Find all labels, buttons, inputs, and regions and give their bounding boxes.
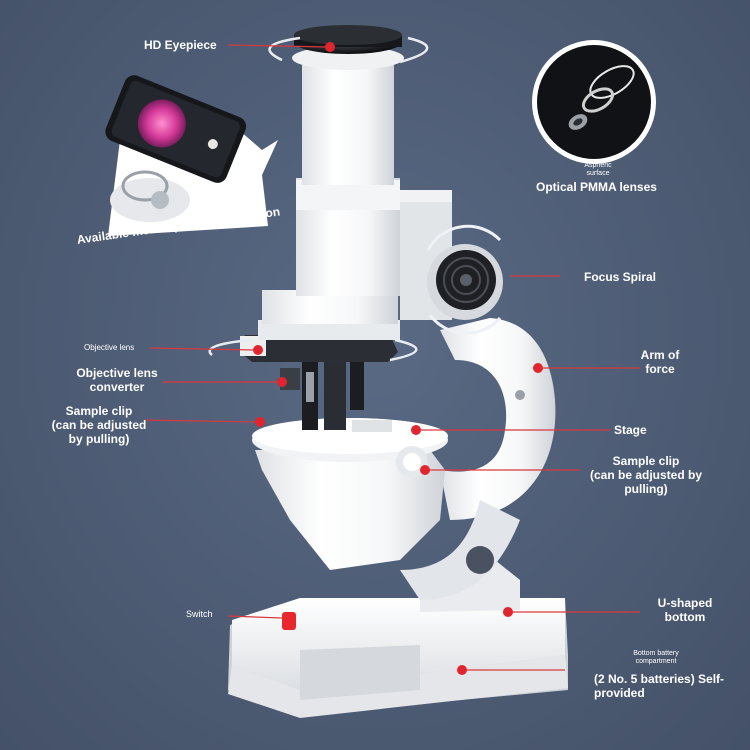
objective-lenses xyxy=(240,335,398,430)
microscope-stage xyxy=(252,418,448,570)
label-focus-spiral: Focus Spiral xyxy=(584,270,657,284)
label-u-shaped-bottom: U-shaped bottom xyxy=(657,596,713,624)
label-batteries: (2 No. 5 batteries) Self- provided xyxy=(594,672,725,700)
pointer-lines xyxy=(144,44,640,671)
pointer-dots xyxy=(253,42,543,675)
label-objective-lens: Objective lens xyxy=(84,343,135,352)
label-aspheric-surface: Aspheric surface xyxy=(584,162,612,177)
label-objective-converter: Objective lens converter xyxy=(76,366,158,394)
microscope-body-tube xyxy=(258,25,452,340)
label-hd-eyepiece: HD Eyepiece xyxy=(144,38,217,52)
label-arm-of-force: Arm of force xyxy=(640,348,680,376)
focus-knob xyxy=(426,224,503,335)
u-shaped-base xyxy=(228,598,568,718)
label-switch: Switch xyxy=(186,609,213,619)
pmma-lens-inset xyxy=(532,40,656,164)
rotation-arrows xyxy=(208,36,429,362)
phone-observation-inset xyxy=(105,75,278,236)
label-sample-clip-right: Sample clip (can be adjusted by pulling) xyxy=(589,454,703,496)
label-optical-pmma: Optical PMMA lenses xyxy=(536,180,657,194)
label-stage: Stage xyxy=(614,423,647,437)
label-battery-compartment: Bottom battery compartment xyxy=(633,650,679,665)
label-sample-clip-left: Sample clip (can be adjusted by pulling) xyxy=(51,404,147,446)
